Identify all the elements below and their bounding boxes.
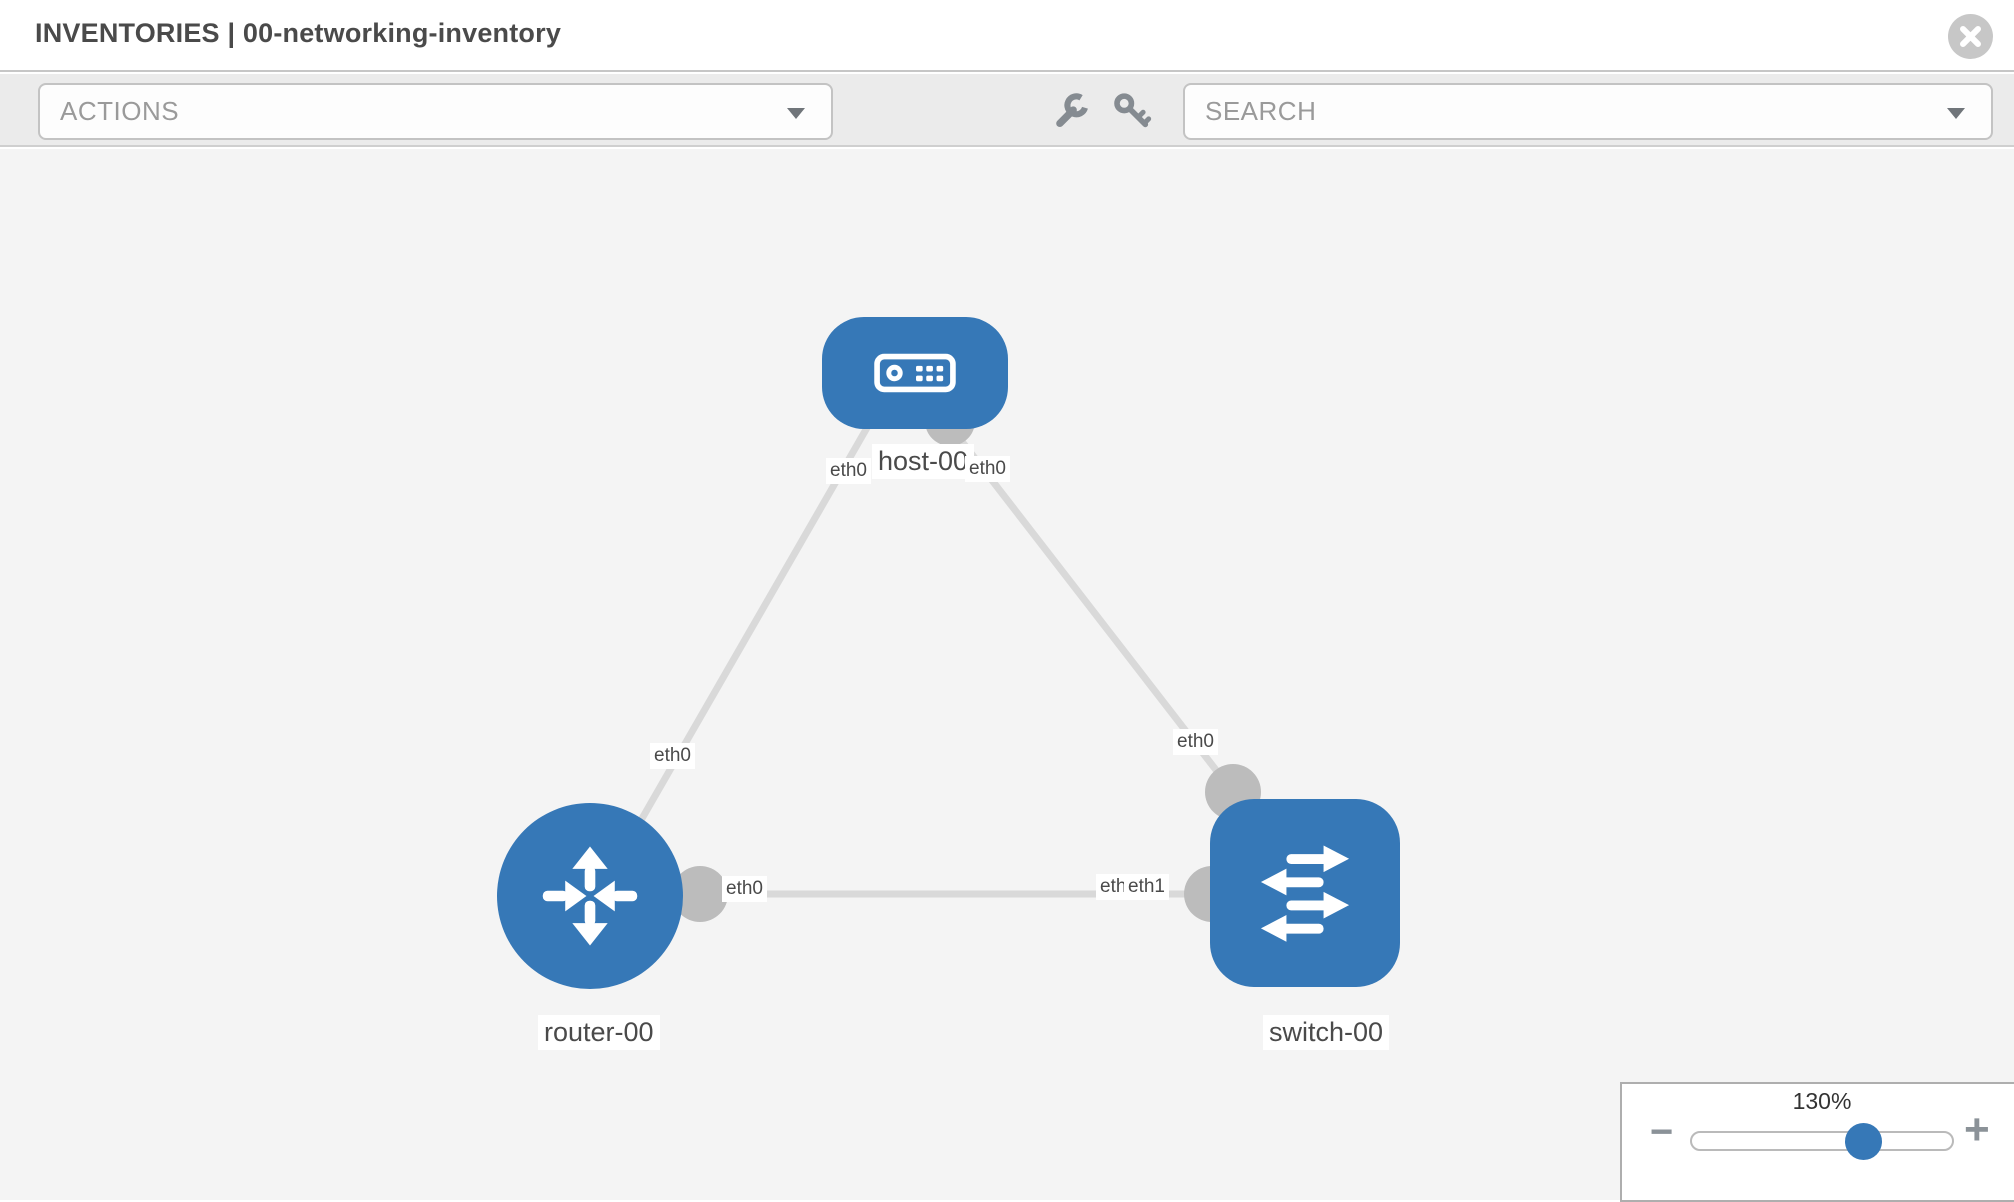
zoom-panel: 130% − + <box>1620 1082 2014 1202</box>
chevron-down-icon <box>1947 108 1965 119</box>
node-switch-00[interactable] <box>1210 799 1400 987</box>
topology-canvas[interactable]: eth0 host-00 eth0 eth0 eth0 eth0 eth0 et… <box>0 149 2014 1200</box>
iface-label: eth0 <box>826 458 871 484</box>
node-router-00[interactable] <box>497 803 683 989</box>
search-dropdown[interactable]: SEARCH <box>1183 83 1993 140</box>
zoom-slider-track[interactable] <box>1690 1131 1954 1151</box>
switch-icon <box>1260 845 1350 942</box>
key-button[interactable] <box>1112 91 1152 134</box>
node-host-00[interactable] <box>822 317 1008 429</box>
actions-dropdown-label: ACTIONS <box>60 96 180 126</box>
zoom-out-button[interactable]: − <box>1650 1110 1674 1154</box>
wrench-button[interactable] <box>1052 91 1090 134</box>
actions-dropdown[interactable]: ACTIONS <box>38 83 833 140</box>
node-label-switch-00: switch-00 <box>1263 1015 1390 1050</box>
iface-label: eth0 <box>965 456 1010 482</box>
search-dropdown-label: SEARCH <box>1205 96 1317 126</box>
close-button[interactable] <box>1948 14 1993 59</box>
zoom-in-button[interactable]: + <box>1964 1105 1990 1154</box>
toolbar: ACTIONS SEARCH <box>0 74 2014 147</box>
iface-label: eth1 <box>1124 874 1169 900</box>
wrench-icon <box>1056 93 1088 128</box>
zoom-level: 130% <box>1792 1088 1852 1114</box>
page-title: INVENTORIES | 00-networking-inventory <box>35 18 562 48</box>
chevron-down-icon <box>787 108 805 119</box>
node-label-host-00: host-00 <box>872 444 975 479</box>
node-label-router-00: router-00 <box>538 1015 660 1050</box>
header: INVENTORIES | 00-networking-inventory <box>0 0 2014 72</box>
host-icon <box>874 353 956 393</box>
zoom-slider-thumb[interactable] <box>1845 1123 1882 1160</box>
topology-edges <box>636 396 1261 922</box>
iface-label: eth0 <box>650 743 695 769</box>
iface-label: eth0 <box>722 876 767 902</box>
key-icon <box>1114 93 1152 128</box>
iface-label: eth0 <box>1173 729 1218 755</box>
router-icon <box>542 846 638 946</box>
endpoint-router-right[interactable] <box>672 866 728 922</box>
